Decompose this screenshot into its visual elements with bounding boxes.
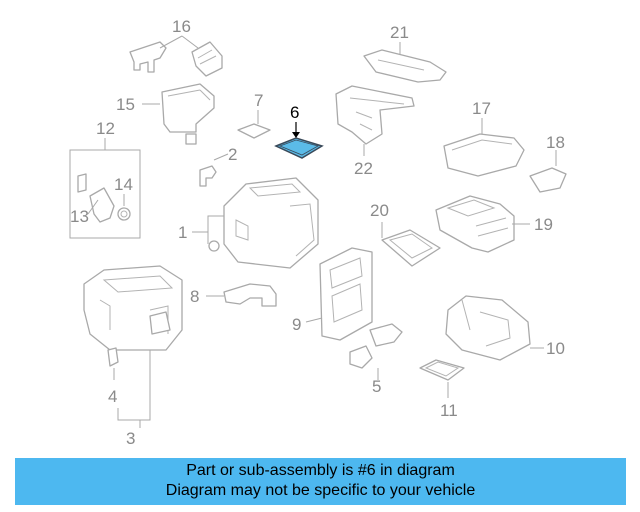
part-7-pad <box>237 110 271 139</box>
callout-18: 18 <box>546 133 565 152</box>
callout-10: 10 <box>546 339 565 358</box>
part-3-console-base <box>83 265 183 428</box>
parts-diagram: 1 2 3 4 5 6 7 8 9 10 11 12 13 14 15 16 1… <box>69 17 567 448</box>
part-15-storage-bin <box>142 83 215 145</box>
callout-21: 21 <box>390 23 409 42</box>
callout-2: 2 <box>228 145 237 164</box>
part-16-bracket <box>129 35 223 77</box>
part-17-armrest-lid <box>443 118 525 177</box>
callout-19: 19 <box>534 215 553 234</box>
part-8-bracket <box>206 283 277 307</box>
part-19-lid-base <box>435 195 530 253</box>
part-12-group-box <box>69 138 141 239</box>
part-11-cover <box>419 359 465 398</box>
callout-13: 13 <box>70 207 89 226</box>
part-4-clip <box>107 347 119 380</box>
callout-12: 12 <box>96 119 115 138</box>
part-5-brackets <box>349 323 403 380</box>
callout-16: 16 <box>172 17 191 36</box>
part-22-hinge <box>335 85 415 156</box>
callout-15: 15 <box>116 95 135 114</box>
callout-17: 17 <box>472 99 491 118</box>
part-10-rear-console <box>445 295 544 361</box>
callout-9: 9 <box>292 315 301 334</box>
banner-line-part-number: Part or sub-assembly is #6 in diagram <box>186 462 455 479</box>
callout-1: 1 <box>178 223 187 242</box>
callout-3: 3 <box>126 429 135 448</box>
part-20-tray <box>381 222 441 267</box>
callout-11: 11 <box>440 401 458 420</box>
callout-5: 5 <box>372 377 381 396</box>
part-9-side-panel <box>305 247 373 341</box>
part-6-mat-highlighted <box>274 122 324 159</box>
part-2-screw <box>199 153 229 187</box>
callout-22: 22 <box>354 159 373 178</box>
callout-4: 4 <box>108 387 117 406</box>
part-18-bracket <box>529 150 567 193</box>
callout-14: 14 <box>114 175 133 194</box>
callout-8: 8 <box>190 287 199 306</box>
part-1-console-front <box>192 177 319 269</box>
callout-6: 6 <box>290 103 299 122</box>
callout-7: 7 <box>254 91 263 110</box>
callout-20: 20 <box>370 201 389 220</box>
banner-line-disclaimer: Diagram may not be specific to your vehi… <box>165 482 476 499</box>
part-21-armrest-bar <box>363 42 447 83</box>
info-banner: Part or sub-assembly is #6 in diagram Di… <box>15 458 626 505</box>
